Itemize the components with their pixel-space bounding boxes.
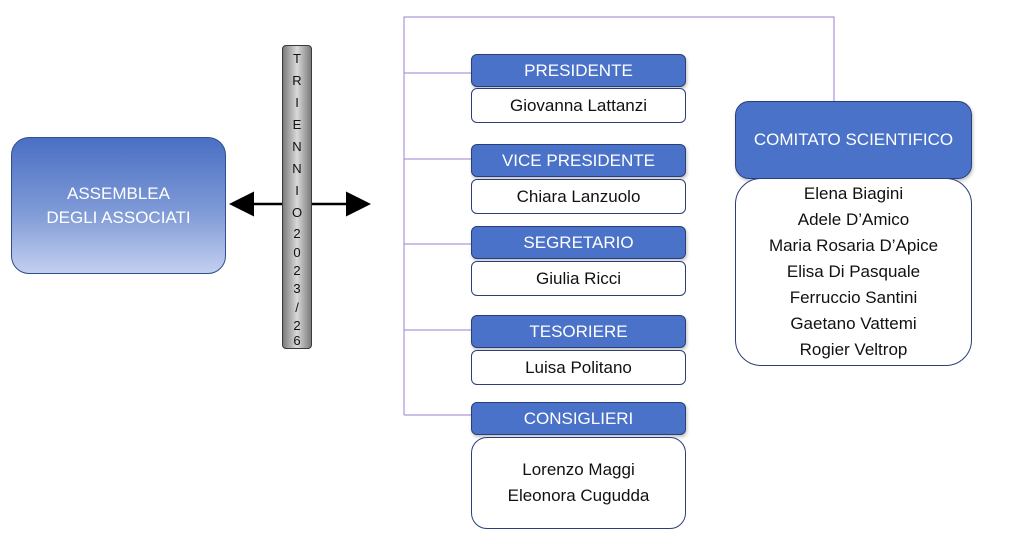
role-segretario: SEGRETARIO	[471, 226, 686, 259]
comitato-member: Ferruccio Santini	[789, 288, 918, 307]
names-consiglieri: Lorenzo Maggi Eleonora Cugudda	[471, 437, 686, 529]
triennio-letter: T	[293, 51, 301, 66]
consigliere-name: Lorenzo Maggi	[522, 460, 635, 479]
assembly-line-1: ASSEMBLEA	[66, 183, 170, 203]
name-vice-presidente: Chiara Lanzuolo	[471, 179, 686, 214]
assembly-box: ASSEMBLEA DEGLI ASSOCIATI	[11, 137, 226, 274]
role-vice-presidente: VICE PRESIDENTE	[471, 144, 686, 177]
triennio-letter: I	[295, 183, 299, 198]
triennio-letter: I	[295, 95, 299, 110]
role-consiglieri: CONSIGLIERI	[471, 402, 686, 435]
comitato-member: Elisa Di Pasquale	[786, 262, 921, 281]
triennio-letter: O	[291, 205, 303, 220]
assembly-line-2: DEGLI ASSOCIATI	[46, 207, 191, 227]
comitato-member: Rogier Veltrop	[799, 340, 908, 359]
triennio-letter: N	[292, 139, 302, 154]
name-presidente: Giovanna Lattanzi	[471, 88, 686, 123]
comitato-members: Elena Biagini Adele D’Amico Maria Rosari…	[735, 178, 972, 366]
triennio-year-char: 2	[293, 263, 301, 278]
triennio-year-char: 0	[293, 245, 301, 260]
role-presidente: PRESIDENTE	[471, 54, 686, 87]
role-tesoriere: TESORIERE	[471, 315, 686, 348]
triennio-year-char: 6	[293, 333, 301, 348]
triennio-letter: R	[292, 73, 302, 88]
triennio-year-char: 3	[293, 281, 301, 296]
bracket-line	[403, 16, 835, 415]
name-segretario: Giulia Ricci	[471, 261, 686, 296]
triennio-year-char: /	[295, 300, 299, 315]
triennio-year-char: 2	[293, 226, 301, 241]
triennio-bar: T R I E N N I O 2 0 2 3 / 2 6	[282, 45, 312, 349]
comitato-member: Gaetano Vattemi	[790, 314, 917, 333]
triennio-letter: N	[292, 161, 302, 176]
triennio-year-char: 2	[293, 318, 301, 333]
comitato-member: Elena Biagini	[803, 184, 904, 203]
comitato-member: Adele D’Amico	[797, 210, 910, 229]
comitato-member: Maria Rosaria D’Apice	[768, 236, 939, 255]
triennio-letter: E	[292, 117, 302, 132]
comitato-title: COMITATO SCIENTIFICO	[735, 101, 972, 179]
name-tesoriere: Luisa Politano	[471, 350, 686, 385]
consigliere-name: Eleonora Cugudda	[507, 486, 650, 505]
